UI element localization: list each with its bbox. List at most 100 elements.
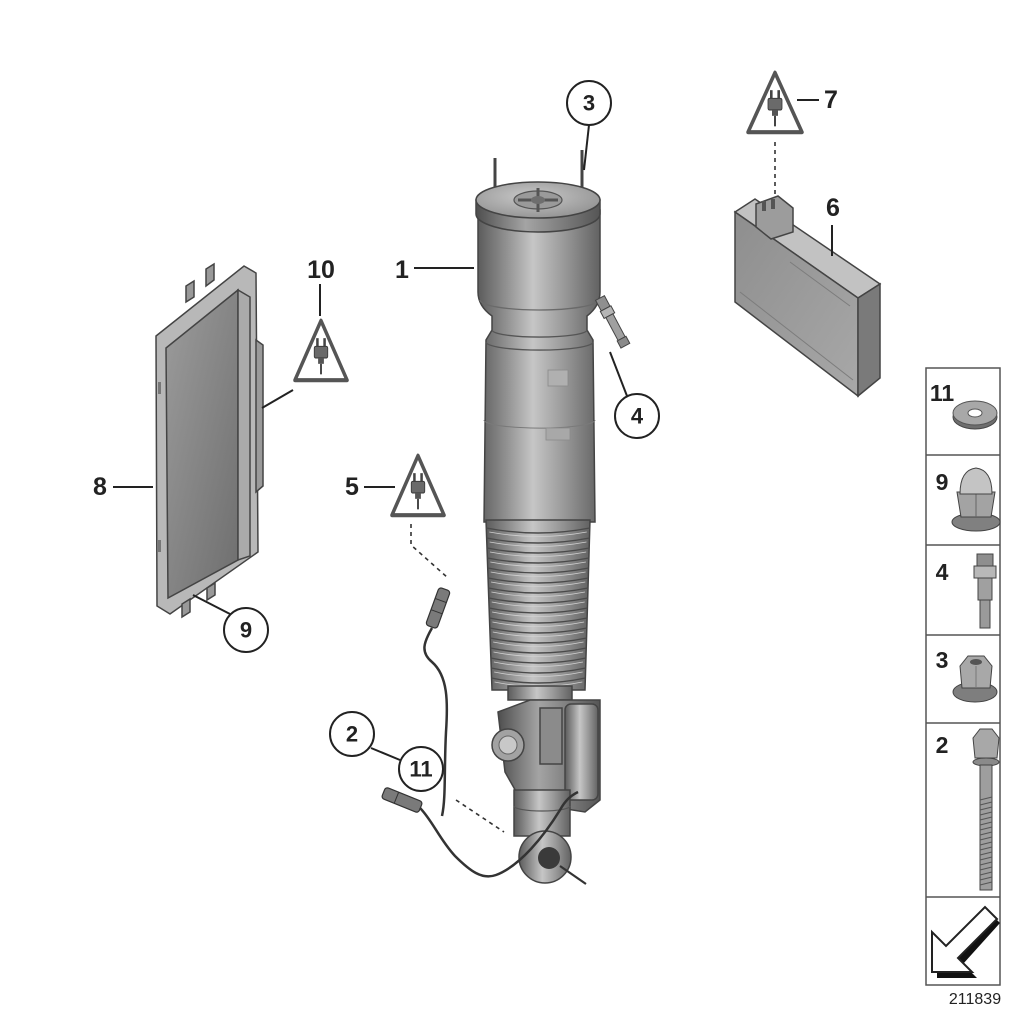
callout-11[interactable]: 11 xyxy=(398,746,444,792)
callout-label: 3 xyxy=(583,91,595,116)
callout-label: 2 xyxy=(346,722,358,747)
washer-hole xyxy=(967,408,983,418)
cap-nut-dome xyxy=(959,467,993,495)
legend-item-cap-nut[interactable]: 9 xyxy=(936,467,1001,532)
legend-item-bolt[interactable]: 2 xyxy=(936,728,1000,891)
fitting-shank xyxy=(979,599,991,629)
fitting-thread xyxy=(977,577,993,601)
bellows-rib-highlight xyxy=(490,581,586,587)
body-band xyxy=(483,419,596,429)
bellows-rib xyxy=(491,677,586,684)
arrow-outline xyxy=(931,905,999,973)
cable xyxy=(423,627,449,817)
legend-label: 9 xyxy=(936,469,949,495)
legend-label: 3 xyxy=(936,647,949,673)
bolt-thread xyxy=(979,831,993,836)
mounting-tab xyxy=(185,279,195,304)
callout-label: 4 xyxy=(631,404,644,429)
navigation-arrow-icon[interactable] xyxy=(931,905,1000,978)
electrical-connector-warning-icon xyxy=(748,73,802,132)
hardware-legend: 11 9 4 3 xyxy=(925,367,1001,986)
bellows-rib xyxy=(489,617,588,624)
part-label-6: 6 xyxy=(826,194,840,222)
bellows-rib xyxy=(487,577,589,584)
housing-side xyxy=(237,288,251,562)
bellows-rib xyxy=(490,657,587,664)
module-groove xyxy=(789,261,851,307)
callout-4[interactable]: 4 xyxy=(614,393,660,439)
leader-line-2 xyxy=(370,747,401,761)
bellows-rib-highlight xyxy=(490,571,586,577)
bellows-rib-highlight xyxy=(489,531,587,537)
bellows-rib xyxy=(488,597,588,604)
bellows-rib xyxy=(487,557,590,564)
bolt-thread xyxy=(979,806,993,811)
mounting-pin xyxy=(559,865,587,885)
legend-label: 11 xyxy=(930,380,955,406)
callout-3[interactable]: 3 xyxy=(566,80,612,126)
connector-pin xyxy=(762,201,766,211)
bellows-rib xyxy=(490,637,587,644)
top-mount-hub xyxy=(531,196,545,204)
air-suspension-strut-part-1[interactable] xyxy=(475,150,631,885)
bellows-rib-highlight xyxy=(489,551,587,557)
connector-pin xyxy=(771,199,775,209)
bellows xyxy=(485,519,591,691)
bellows-collar xyxy=(507,685,573,701)
callout-label: 11 xyxy=(409,757,432,782)
bolt-thread xyxy=(979,836,993,841)
bellows-rib-highlight xyxy=(493,641,584,647)
sensor-cable-part-5[interactable] xyxy=(381,524,579,878)
bellows-rib-highlight xyxy=(492,611,585,617)
body-sticker xyxy=(547,369,569,387)
legend-item-washer[interactable]: 11 xyxy=(930,380,998,430)
valve-cap-inner xyxy=(498,735,518,755)
figure-number: 211839 xyxy=(949,991,1001,1008)
callout-2[interactable]: 2 xyxy=(329,711,375,757)
bolt-thread xyxy=(979,846,993,851)
control-unit-part-8[interactable] xyxy=(155,262,264,619)
part-label-10: 10 xyxy=(307,256,335,284)
bolt-thread xyxy=(979,866,993,871)
valve-fitting-icon xyxy=(976,553,994,567)
legend-item-valve-fitting[interactable]: 4 xyxy=(936,553,997,629)
bellows-rib xyxy=(490,647,587,654)
leader-line-10-module xyxy=(261,389,294,409)
mounting-tab xyxy=(205,262,215,288)
electrical-connector-warning-icon xyxy=(392,456,444,516)
bolt-thread xyxy=(979,881,993,886)
bellows-rib-highlight xyxy=(491,591,586,597)
bolt-thread xyxy=(979,841,993,846)
air-valve-fitting xyxy=(594,294,631,349)
bolt-thread xyxy=(979,821,993,826)
mounting-tab xyxy=(206,581,216,602)
leader-line-4 xyxy=(609,351,628,397)
bolt-thread xyxy=(979,826,993,831)
bolt-thread xyxy=(979,856,993,861)
fitting-hex xyxy=(973,565,997,579)
bellows-rib xyxy=(486,527,590,534)
cable xyxy=(419,790,579,878)
connection-dash xyxy=(455,799,505,833)
bolt-thread xyxy=(979,871,993,876)
bolt-thread xyxy=(979,811,993,816)
control-module-part-6[interactable] xyxy=(733,195,882,398)
bolt-thread xyxy=(979,861,993,866)
connection-dash xyxy=(410,524,449,579)
tube-ring xyxy=(513,805,571,812)
bolt-thread xyxy=(979,851,993,856)
body-sticker xyxy=(545,427,571,441)
legend-item-flange-nut[interactable]: 3 xyxy=(936,647,998,703)
side-bracket xyxy=(255,338,264,494)
bellows-rib xyxy=(489,627,587,634)
bellows-rib xyxy=(488,587,589,594)
module-groove xyxy=(739,291,854,381)
bellows-rib xyxy=(491,667,586,674)
mounting-tab xyxy=(181,597,191,619)
callout-9[interactable]: 9 xyxy=(223,607,269,653)
air-spring-body xyxy=(477,209,601,523)
bellows-rib-highlight xyxy=(493,651,584,657)
bellows-rib-highlight xyxy=(490,561,586,567)
leader-line-3 xyxy=(583,124,590,171)
